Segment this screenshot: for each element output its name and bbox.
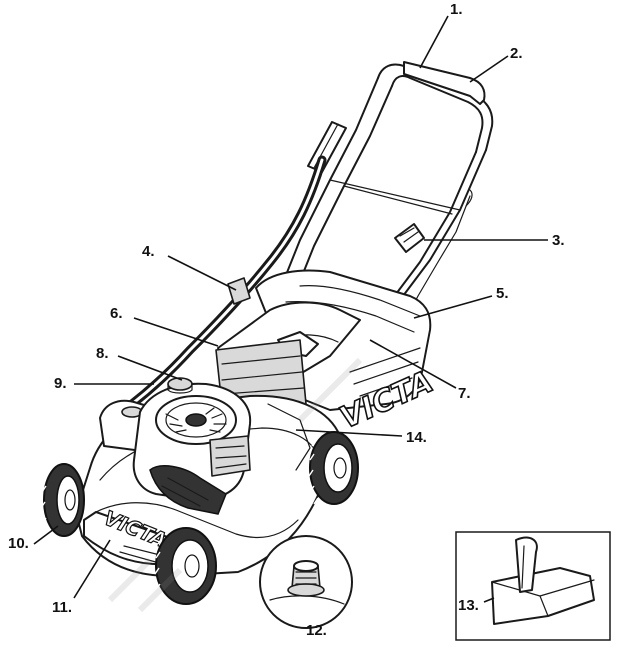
engine: [99, 377, 311, 515]
front-left-wheel: [40, 463, 85, 537]
wheels: [40, 431, 359, 605]
detail-inset-panel: [455, 531, 611, 641]
callout-8: 8.: [96, 345, 109, 362]
callout-10: 10.: [8, 535, 29, 552]
callout-6: 6.: [110, 305, 123, 322]
grass-catcher: VICTA: [215, 269, 439, 437]
callout-4: 4.: [142, 243, 155, 260]
callout-12: 12.: [306, 622, 327, 639]
callout-9: 9.: [54, 375, 67, 392]
callout-14: 14.: [406, 429, 427, 446]
watermark: [107, 357, 363, 613]
throttle-cable: [127, 155, 327, 409]
callout-13: 13.: [458, 597, 479, 614]
callout-11: 11.: [52, 599, 72, 616]
callouts: 1. 2. 3. 4. 5. 6. 7. 8. 9. 10. 11. 12.: [8, 1, 565, 639]
front-right-wheel: [154, 527, 217, 605]
callout-5: 5.: [496, 285, 509, 302]
callout-3: 3.: [552, 232, 565, 249]
detail-blade-bolt: [259, 535, 353, 629]
callout-7: 7.: [458, 385, 471, 402]
callout-2: 2.: [510, 45, 523, 62]
handle-assembly: [275, 61, 494, 351]
callout-1: 1.: [450, 1, 463, 18]
rear-right-wheel: [308, 431, 359, 505]
